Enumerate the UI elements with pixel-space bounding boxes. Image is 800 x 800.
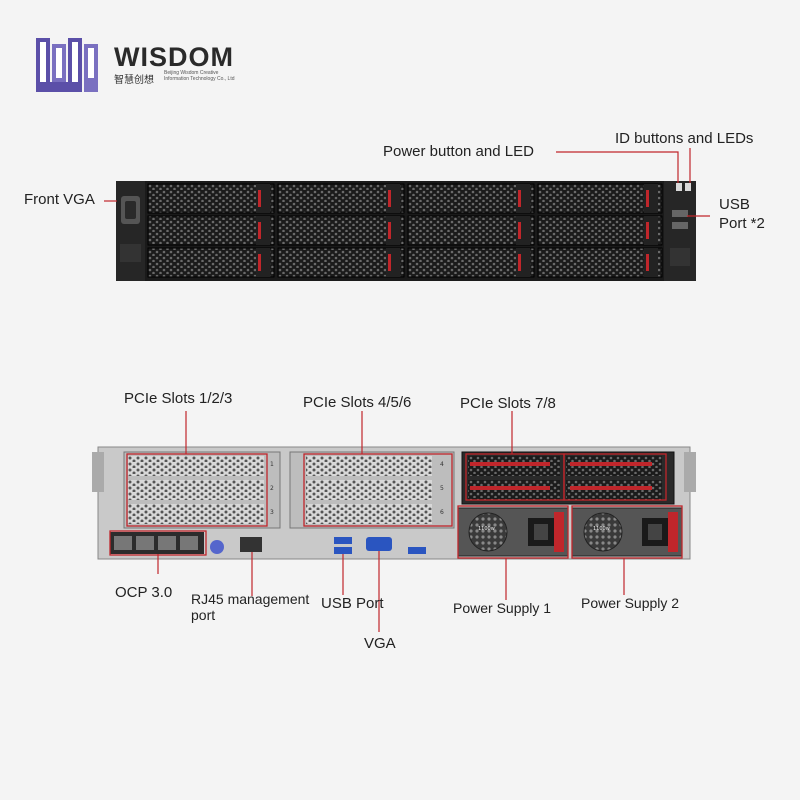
front-usb-port-1: [672, 210, 688, 217]
slot-number-1: 1: [270, 461, 274, 468]
label-rj45-line1: RJ45 management: [191, 591, 310, 607]
drive-bays: [147, 183, 663, 278]
slot-number-6: 6: [440, 509, 444, 516]
psu1-rating: 1100w: [478, 526, 495, 532]
power-supply-1-unit: [457, 507, 569, 557]
slot-number-4: 4: [440, 461, 444, 468]
label-usb-line1: USB: [719, 196, 750, 213]
slot-number-5: 5: [440, 485, 444, 492]
front-panel: [104, 148, 710, 281]
pcie-riser-2: [289, 451, 455, 529]
label-id-buttons: ID buttons and LEDs: [615, 130, 754, 147]
slot-number-2: 2: [270, 485, 274, 492]
label-pcie-456: PCIe Slots 4/5/6: [303, 394, 412, 411]
brand-tagline-line1: Beijing Wisdom Creative: [164, 70, 219, 76]
label-power-button: Power button and LED: [383, 143, 534, 160]
brand-tagline: Beijing Wisdom Creative Information Tech…: [164, 70, 244, 82]
label-psu2: Power Supply 2: [581, 595, 680, 611]
rear-callouts: [157, 411, 625, 632]
id-button[interactable]: [685, 183, 691, 191]
slot-number-3: 3: [270, 509, 274, 516]
box-psu-1: [457, 505, 569, 559]
brand-tagline-line2: Information Technology Co., Ltd: [164, 76, 235, 82]
label-pcie-123: PCIe Slots 1/2/3: [124, 390, 233, 407]
wisdom-logo-icon: [36, 38, 98, 92]
front-callouts: [104, 148, 710, 217]
front-label-tag: [120, 244, 141, 262]
psu2-rating: 1100w: [593, 526, 610, 532]
label-usb-line2: Port *2: [719, 215, 765, 232]
label-usb-port: USB Port: [321, 595, 384, 612]
callout-power-button-line: [556, 151, 679, 183]
front-usb-port-2: [672, 222, 688, 229]
pcie-78-cage: [461, 451, 675, 505]
rear-vga-port: [366, 537, 392, 551]
rear-usb-port-2: [334, 547, 352, 554]
box-pcie-123: [126, 453, 268, 527]
power-button[interactable]: [676, 183, 682, 191]
label-ocp: OCP 3.0: [115, 584, 173, 601]
box-pcie-456: [303, 453, 453, 527]
pcie-riser-1: [123, 451, 281, 529]
box-pcie-8: [563, 453, 667, 501]
label-front-vga: Front VGA: [24, 191, 95, 208]
box-psu-2: [571, 505, 683, 559]
brand-name: WISDOM: [114, 42, 234, 72]
rear-panel: 1 2 3 4 5 6 1100w 1100w: [92, 411, 696, 632]
rear-highlight-boxes: [109, 453, 683, 559]
rear-id-button: [210, 540, 224, 554]
power-supply-2-unit: [571, 507, 683, 557]
label-psu1: Power Supply 1: [453, 600, 552, 616]
label-vga: VGA: [364, 635, 396, 652]
label-pcie-78: PCIe Slots 7/8: [460, 395, 556, 412]
rj45-port: [240, 537, 262, 552]
brand-chinese-name: 智慧创想: [114, 75, 154, 86]
rear-usb-port-1: [334, 537, 352, 544]
label-rj45-line2: port: [191, 607, 216, 623]
